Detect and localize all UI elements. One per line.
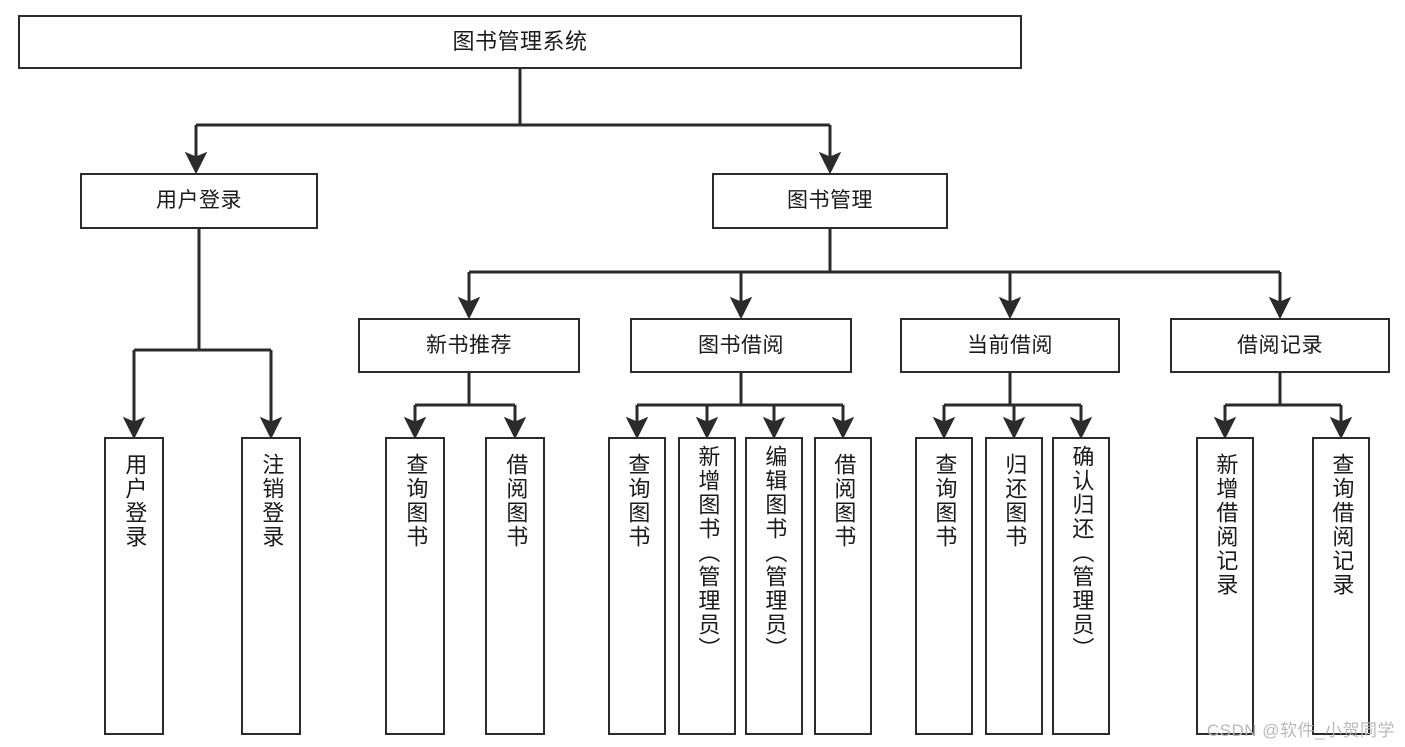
node-leaf-return-book[interactable]: 归还图书 bbox=[985, 437, 1043, 735]
node-current-borrow-label: 当前借阅 bbox=[967, 333, 1053, 357]
node-leaf-user-login[interactable]: 用户登录 bbox=[104, 437, 164, 735]
node-leaf-query-book-1[interactable]: 查询图书 bbox=[385, 437, 445, 735]
node-leaf-confirm-return-label: 确认归还（管理员） bbox=[1069, 445, 1095, 661]
node-leaf-user-login-label: 用户登录 bbox=[122, 453, 148, 549]
node-leaf-user-logout[interactable]: 注销登录 bbox=[241, 437, 301, 735]
node-leaf-borrow-book-2[interactable]: 借阅图书 bbox=[814, 437, 872, 735]
node-leaf-add-book-label: 新增图书（管理员） bbox=[695, 445, 721, 661]
node-new-book-recommend[interactable]: 新书推荐 bbox=[358, 318, 580, 373]
node-leaf-query-book-3[interactable]: 查询图书 bbox=[915, 437, 973, 735]
node-borrow-record[interactable]: 借阅记录 bbox=[1170, 318, 1390, 373]
node-root-label: 图书管理系统 bbox=[452, 28, 588, 54]
node-user-login-label: 用户登录 bbox=[156, 189, 242, 213]
node-new-book-recommend-label: 新书推荐 bbox=[426, 333, 512, 357]
node-root[interactable]: 图书管理系统 bbox=[18, 15, 1022, 69]
node-leaf-confirm-return[interactable]: 确认归还（管理员） bbox=[1052, 437, 1110, 735]
node-leaf-borrow-book-2-label: 借阅图书 bbox=[831, 453, 857, 549]
node-book-borrow[interactable]: 图书借阅 bbox=[630, 318, 852, 373]
node-leaf-query-book-2[interactable]: 查询图书 bbox=[608, 437, 666, 735]
node-leaf-query-book-3-label: 查询图书 bbox=[932, 453, 958, 549]
node-leaf-return-book-label: 归还图书 bbox=[1002, 453, 1028, 549]
node-leaf-add-record-label: 新增借阅记录 bbox=[1213, 453, 1239, 597]
node-book-borrow-label: 图书借阅 bbox=[698, 333, 784, 357]
node-leaf-add-record[interactable]: 新增借阅记录 bbox=[1196, 437, 1254, 735]
node-leaf-query-record-label: 查询借阅记录 bbox=[1329, 453, 1355, 597]
node-leaf-query-record[interactable]: 查询借阅记录 bbox=[1312, 437, 1370, 735]
node-borrow-record-label: 借阅记录 bbox=[1237, 333, 1323, 357]
node-current-borrow[interactable]: 当前借阅 bbox=[900, 318, 1120, 373]
node-leaf-edit-book[interactable]: 编辑图书（管理员） bbox=[745, 437, 803, 735]
node-leaf-query-book-1-label: 查询图书 bbox=[403, 453, 429, 549]
node-leaf-borrow-book-1-label: 借阅图书 bbox=[503, 453, 529, 549]
node-book-manage[interactable]: 图书管理 bbox=[712, 173, 948, 229]
node-user-login[interactable]: 用户登录 bbox=[80, 173, 318, 229]
csdn-watermark: CSDN @软件_小贺同学 bbox=[1206, 721, 1395, 740]
node-leaf-borrow-book-1[interactable]: 借阅图书 bbox=[485, 437, 545, 735]
node-leaf-edit-book-label: 编辑图书（管理员） bbox=[762, 445, 788, 661]
node-leaf-query-book-2-label: 查询图书 bbox=[625, 453, 651, 549]
node-leaf-add-book[interactable]: 新增图书（管理员） bbox=[678, 437, 736, 735]
node-leaf-user-logout-label: 注销登录 bbox=[259, 453, 285, 549]
node-book-manage-label: 图书管理 bbox=[787, 189, 873, 213]
